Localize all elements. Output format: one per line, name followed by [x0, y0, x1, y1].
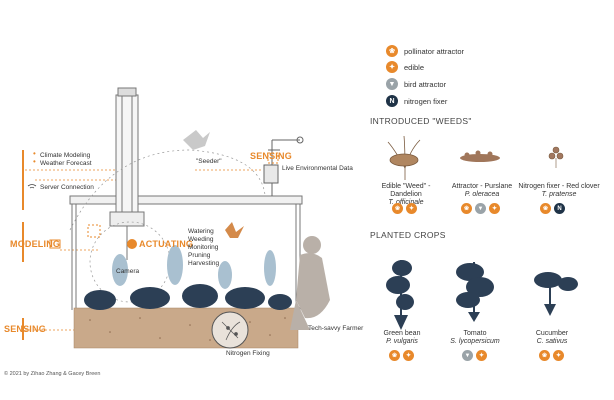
- weed-clover-label: Nitrogen fixer - Red clover T. pratense: [518, 183, 600, 199]
- sensing-heading-top: SENSING: [250, 151, 292, 161]
- bullet-climate: •: [33, 149, 36, 158]
- edible-icon: ✦: [476, 350, 487, 361]
- crop-latin: S. lycopersicum: [450, 338, 500, 346]
- weeds-heading: INTRODUCED "WEEDS": [370, 116, 472, 126]
- legend-label: bird attractor: [404, 79, 447, 89]
- legend-bird: ▼ bird attractor: [386, 77, 446, 91]
- server-connection-label: Server Connection: [40, 184, 94, 191]
- bird-icon: ▼: [462, 350, 473, 361]
- pollinator-icon: ❀: [461, 203, 472, 214]
- sensing-bar: [22, 318, 24, 340]
- seeder-path: [69, 149, 266, 231]
- modeling-icon: [49, 239, 61, 249]
- crop-latin: P. vulgaris: [386, 338, 418, 346]
- weed-purslane-label: Attractor - Purslane P. oleracea: [446, 183, 518, 199]
- edible-icon: ✦: [553, 350, 564, 361]
- weather-station: [263, 136, 304, 196]
- bed-plants-light: [112, 245, 276, 289]
- modeling-item-weather: Weather Forecast: [40, 160, 92, 167]
- crop-common: Cucumber: [535, 330, 569, 337]
- seeder-bird: [183, 130, 210, 150]
- crops-heading: PLANTED CROPS: [370, 230, 446, 240]
- actuating-item-watering: Watering: [188, 228, 214, 235]
- seeder-label: "Seeder": [196, 158, 222, 165]
- farmer-label: Tech-savvy Farmer: [308, 325, 364, 332]
- farmer-figure: [290, 236, 330, 330]
- bird-icon: ▼: [386, 78, 398, 90]
- actuating-item-harvesting: Harvesting: [188, 260, 220, 267]
- actuating-icon-bg: [127, 239, 137, 249]
- camera-label: Camera: [116, 268, 140, 275]
- orange-connectors: [25, 169, 262, 331]
- nitrogen-icon: N: [386, 95, 398, 107]
- pollinator-icon: ❀: [386, 45, 398, 57]
- edible-icon: ✦: [386, 61, 398, 73]
- bullet-weather: •: [33, 157, 36, 166]
- legend-label: nitrogen fixer: [404, 96, 448, 106]
- weed-common: Nitrogen fixer - Red clover: [518, 183, 600, 190]
- crop-tomato-label: Tomato S. lycopersicum: [440, 330, 510, 346]
- edible-icon: ✦: [489, 203, 500, 214]
- modeling-heading: MODELING: [10, 239, 61, 249]
- edible-icon: ✦: [406, 203, 417, 214]
- legend-label: edible: [404, 62, 425, 72]
- weed-dandelion-label: Edible "Weed" - Dandelion T. officinale: [368, 183, 444, 207]
- weed-latin: T. pratense: [541, 191, 577, 199]
- crop-common: Green bean: [383, 330, 421, 337]
- butterfly: [225, 222, 244, 238]
- weed-common: Attractor - Purslane: [451, 183, 513, 190]
- crop-cucumber-label: Cucumber C. sativus: [520, 330, 584, 346]
- actuating-item-pruning: Pruning: [188, 252, 211, 259]
- weed-latin: P. oleracea: [464, 191, 500, 199]
- actuating-item-weeding: Weeding: [188, 236, 214, 243]
- bird-icon: ▼: [475, 203, 486, 214]
- crop-bean-label: Green bean P. vulgaris: [370, 330, 434, 346]
- modeling-item-climate: Climate Modeling: [40, 152, 91, 159]
- camera-bracket: [87, 224, 101, 238]
- actuating-item-monitoring: Monitoring: [188, 244, 219, 251]
- legend-pollinator: ❀ pollinator attractor: [386, 44, 464, 58]
- wifi-icon: [27, 184, 37, 189]
- modeling-bar: [22, 150, 24, 210]
- pollinator-icon: ❀: [392, 203, 403, 214]
- live-data-label: Live Environmental Data: [282, 165, 353, 172]
- crop-common: Tomato: [463, 330, 487, 337]
- crop-latin: C. sativus: [536, 338, 568, 346]
- soil-bed: [74, 308, 298, 348]
- actuating-heading: ACTUATING: [139, 239, 194, 249]
- legend-nitrogen: N nitrogen fixer: [386, 94, 447, 108]
- gantry-frame: [69, 87, 303, 310]
- credit: © 2021 by Zihao Zhang & Gacey Breen: [4, 371, 101, 377]
- weed-common: Edible "Weed" - Dandelion: [381, 183, 431, 199]
- nitrogen-icon: N: [554, 203, 565, 214]
- legend-label: pollinator attractor: [404, 46, 465, 56]
- pollinator-icon: ❀: [540, 203, 551, 214]
- nitrogen-roots: [221, 321, 241, 341]
- edible-icon: ✦: [403, 350, 414, 361]
- sensing-heading-bottom: SENSING: [4, 324, 46, 334]
- bed-plants: [84, 284, 292, 310]
- pollinator-icon: ❀: [539, 350, 550, 361]
- pollinator-icon: ❀: [389, 350, 400, 361]
- legend-edible: ✦ edible: [386, 60, 424, 74]
- modeling-bar-lower: [22, 222, 24, 262]
- weed-latin: T. officinale: [388, 199, 424, 207]
- soil-dots: [89, 317, 286, 341]
- nitrogen-label: Nitrogen Fixing: [226, 350, 270, 357]
- sensing-bracket: [267, 152, 279, 164]
